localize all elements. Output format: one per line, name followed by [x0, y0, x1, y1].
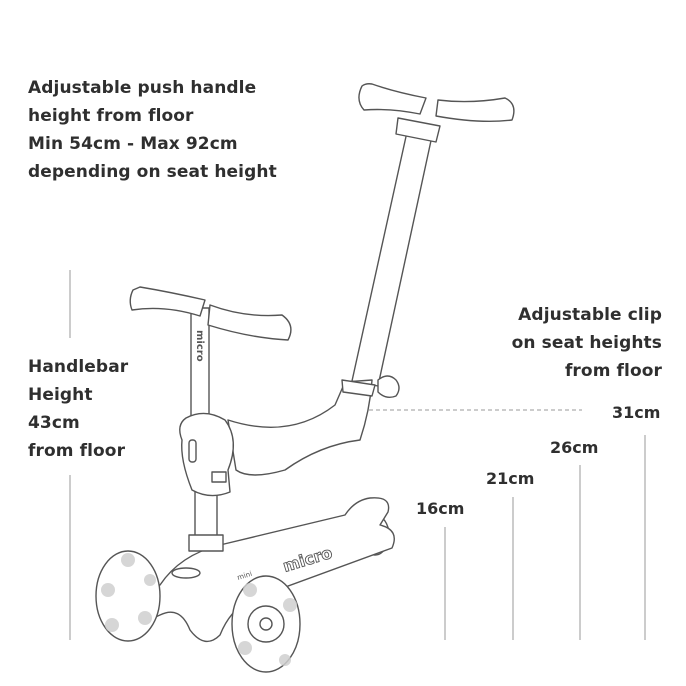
- push-handle-clamp: [395, 117, 441, 143]
- seat-height-26: 26cm: [550, 438, 599, 457]
- seat-note-line: on seat heights: [511, 333, 662, 353]
- seat-note-line: from floor: [564, 361, 662, 381]
- stem-logo-brand: micro: [194, 330, 205, 362]
- push-handle-note-line: height from floor: [28, 106, 194, 126]
- push-handle-note-line: Min 54cm - Max 92cm: [28, 134, 238, 154]
- seat-height-16: 16cm: [416, 499, 465, 518]
- handlebar-note-line: from floor: [28, 441, 126, 461]
- seat: [227, 379, 373, 476]
- push-handle-grip-left: [358, 83, 427, 115]
- seat-clip: [341, 379, 376, 397]
- stem-latch: [211, 471, 227, 483]
- stem-body: [179, 412, 234, 497]
- seat-note-line: Adjustable clip: [518, 305, 662, 325]
- seat-height-31: 31cm: [612, 403, 661, 422]
- push-pole: [351, 131, 433, 387]
- deck-hole: [171, 567, 201, 579]
- seat-height-21: 21cm: [486, 469, 535, 488]
- handlebar-note: Handlebar Height 43cm from floor: [28, 353, 128, 465]
- stem-slot: [188, 439, 197, 463]
- push-handle-note: Adjustable push handle height from floor…: [28, 74, 277, 186]
- handlebar-grip-right: [207, 304, 292, 341]
- handlebar-note-line: 43cm: [28, 413, 80, 433]
- stem-collar: [188, 534, 224, 552]
- seat-note: Adjustable clip on seat heights from flo…: [512, 301, 662, 385]
- push-handle-note-line: depending on seat height: [28, 162, 277, 182]
- wheel-lights: [101, 553, 297, 666]
- push-handle-note-line: Adjustable push handle: [28, 78, 257, 98]
- handlebar-note-line: Handlebar: [28, 357, 129, 377]
- bell: [377, 375, 400, 399]
- handlebar-stem: [190, 307, 210, 419]
- handlebar-note-line: Height: [28, 385, 93, 405]
- wheel-axle: [259, 617, 273, 631]
- handlebar-grip-left: [129, 286, 206, 317]
- push-handle-grip-right: [435, 97, 515, 123]
